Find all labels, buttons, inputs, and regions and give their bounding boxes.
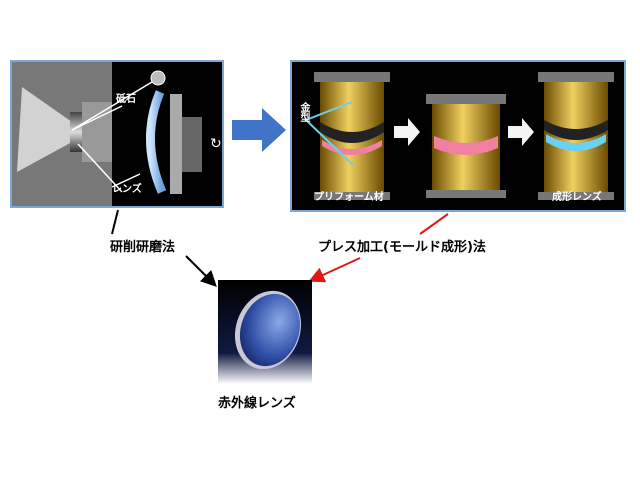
big-arrow-icon [232, 108, 286, 152]
infrared-lens-image [218, 280, 312, 384]
molding-caption: プレス加工(モールド成形)法 [318, 240, 486, 255]
rotation-icon: ↻ [210, 136, 222, 152]
label-grindstone: 砥石 [116, 94, 136, 105]
stage-preform [305, 72, 390, 200]
lens-icon [239, 293, 301, 367]
arrow-molding-to-lens [308, 257, 361, 283]
step-arrow-icon [394, 118, 420, 146]
stage-pressing [426, 94, 506, 198]
grinding-caption: 研削研磨法 [110, 240, 176, 255]
label-preform: プリフォーム材 [314, 192, 384, 203]
pointer-line-molding [419, 213, 449, 235]
label-formed-lens: 成形レンズ [552, 192, 602, 203]
label-lens: レンズ [112, 184, 142, 195]
grinding-panel: ↻ 砥石 レンズ [10, 60, 224, 208]
arrow-grinding-to-lens [185, 255, 217, 287]
step-arrow-icon [508, 118, 534, 146]
label-mold: 金型 [298, 102, 309, 122]
pointer-line-grinding [111, 209, 119, 235]
molding-illustration [292, 62, 624, 210]
grinding-illustration: ↻ [12, 62, 222, 206]
result-caption: 赤外線レンズ [218, 396, 296, 411]
grindstone-icon [150, 70, 166, 86]
stage-formed [538, 72, 614, 200]
lens-shape [145, 90, 167, 194]
molding-panel: 金型 プリフォーム材 成形レンズ [290, 60, 626, 212]
